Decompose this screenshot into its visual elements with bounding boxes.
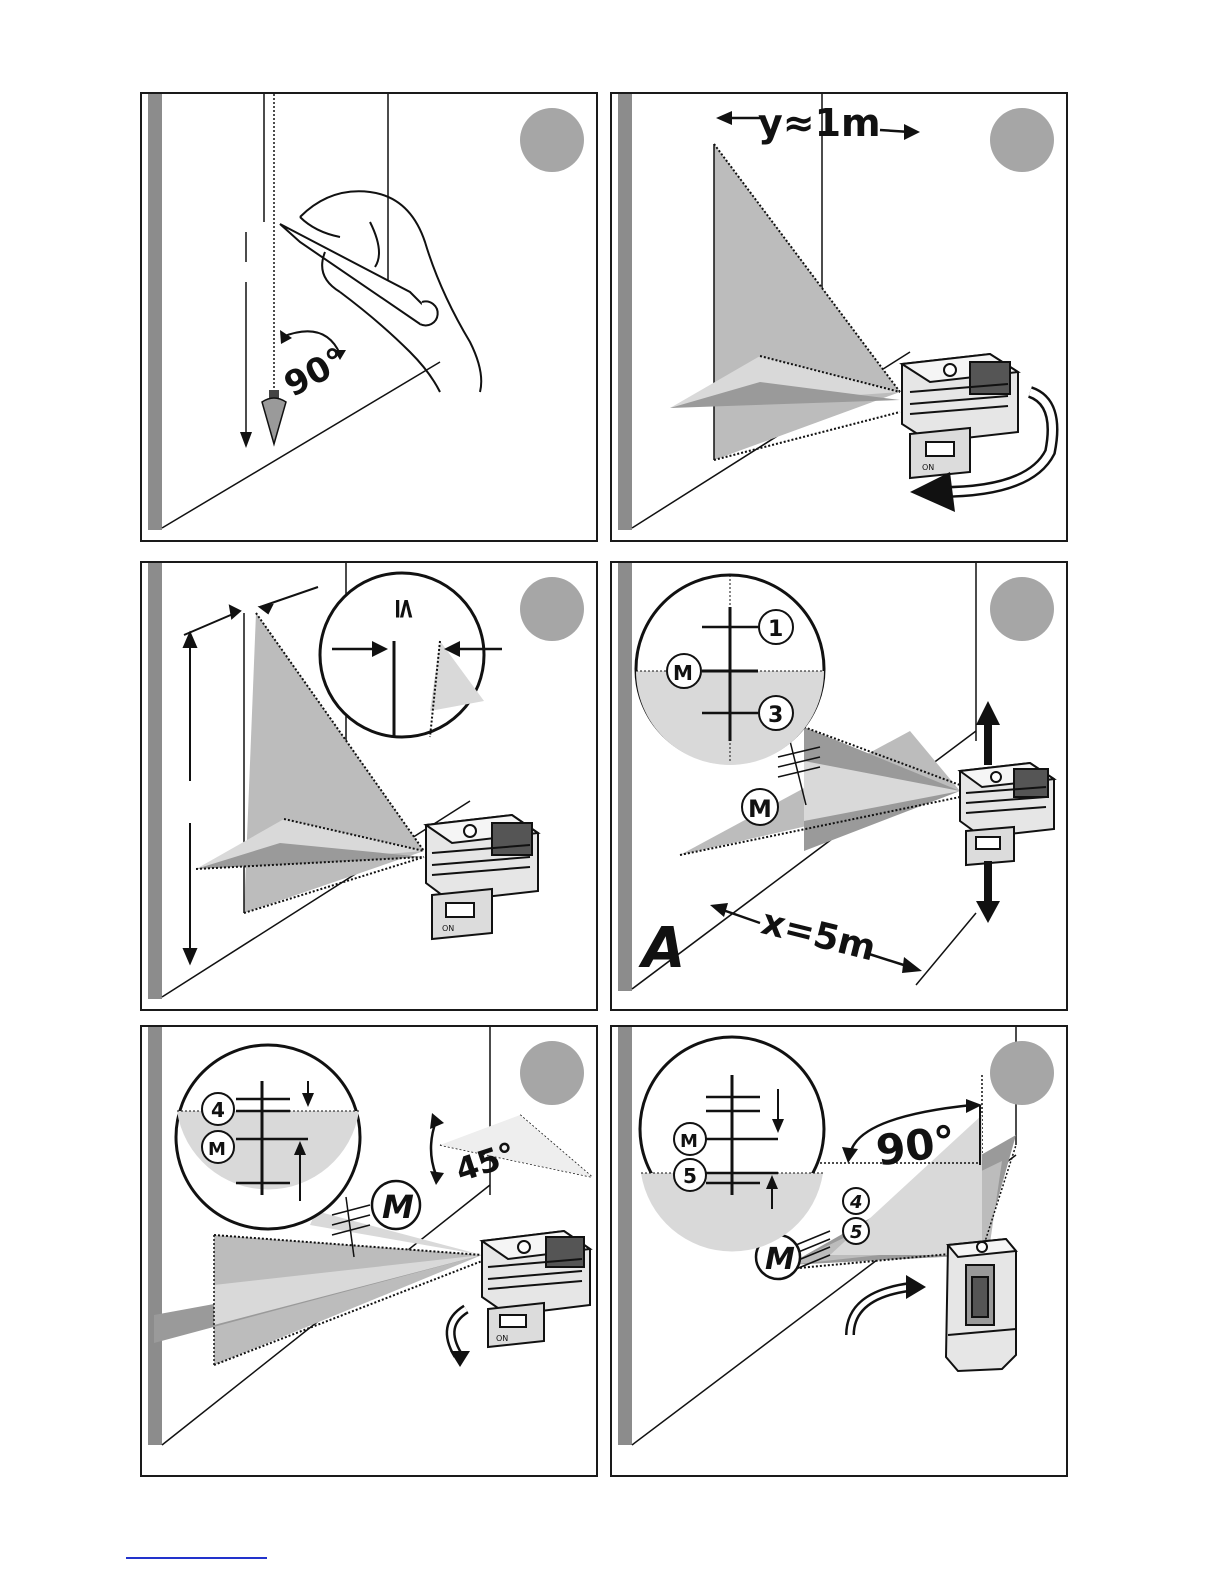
- step-badge: [990, 577, 1054, 641]
- floor-mark-label: M: [765, 1242, 795, 1277]
- wall-edge: [618, 563, 632, 991]
- mark-m-label: M: [208, 1139, 226, 1160]
- panel-1-plumb-line: 90°: [140, 92, 598, 542]
- floor-mark-5-label: 5: [850, 1222, 863, 1243]
- distance-label: y≈1m: [758, 101, 881, 145]
- mark-1-label: 1: [768, 617, 783, 642]
- laser-device-icon: [946, 1239, 1016, 1371]
- magnifier-detail: 4 M: [176, 1045, 360, 1229]
- position-label: A: [638, 916, 685, 981]
- floor-mark-4-label: 4: [849, 1192, 863, 1213]
- mark-m-label: M: [673, 661, 693, 685]
- switch-label: ON: [442, 924, 454, 933]
- step-badge: [520, 577, 584, 641]
- panel-3-tolerance-check: ≤ ON: [140, 561, 598, 1011]
- switch-label: ON: [496, 1334, 508, 1343]
- step-badge: [520, 108, 584, 172]
- tolerance-label: ≤: [389, 597, 422, 620]
- step-badge: [990, 108, 1054, 172]
- switch-label: ON: [922, 463, 934, 472]
- wall-edge: [618, 1027, 632, 1445]
- panel-5-rotate-45: 45° M 4 M: [140, 1025, 598, 1475]
- floor-mark-label: M: [748, 795, 772, 823]
- footer-link-line: [126, 1557, 267, 1559]
- mark-5-label: 5: [683, 1164, 697, 1188]
- magnifier-detail: M 5: [640, 1037, 824, 1251]
- step-badge: [520, 1041, 584, 1105]
- wall-edge: [148, 1027, 162, 1445]
- mark-3-label: 3: [768, 703, 783, 728]
- mark-4-label: 4: [211, 1098, 225, 1122]
- mark-m-label: M: [680, 1131, 698, 1152]
- panel-6-rotate-90: 90° M 4 5: [610, 1025, 1068, 1475]
- wall-edge: [148, 563, 162, 999]
- wall-edge: [148, 94, 162, 530]
- panel-4-marking: M 1 M 3: [610, 561, 1068, 1011]
- step-badge: [990, 1041, 1054, 1105]
- wall-edge: [618, 94, 632, 530]
- panel-2-laser-projection: y≈1m ON: [610, 92, 1068, 542]
- magnifier-detail: 1 M 3: [636, 575, 824, 765]
- floor-mark-label: M: [382, 1188, 414, 1226]
